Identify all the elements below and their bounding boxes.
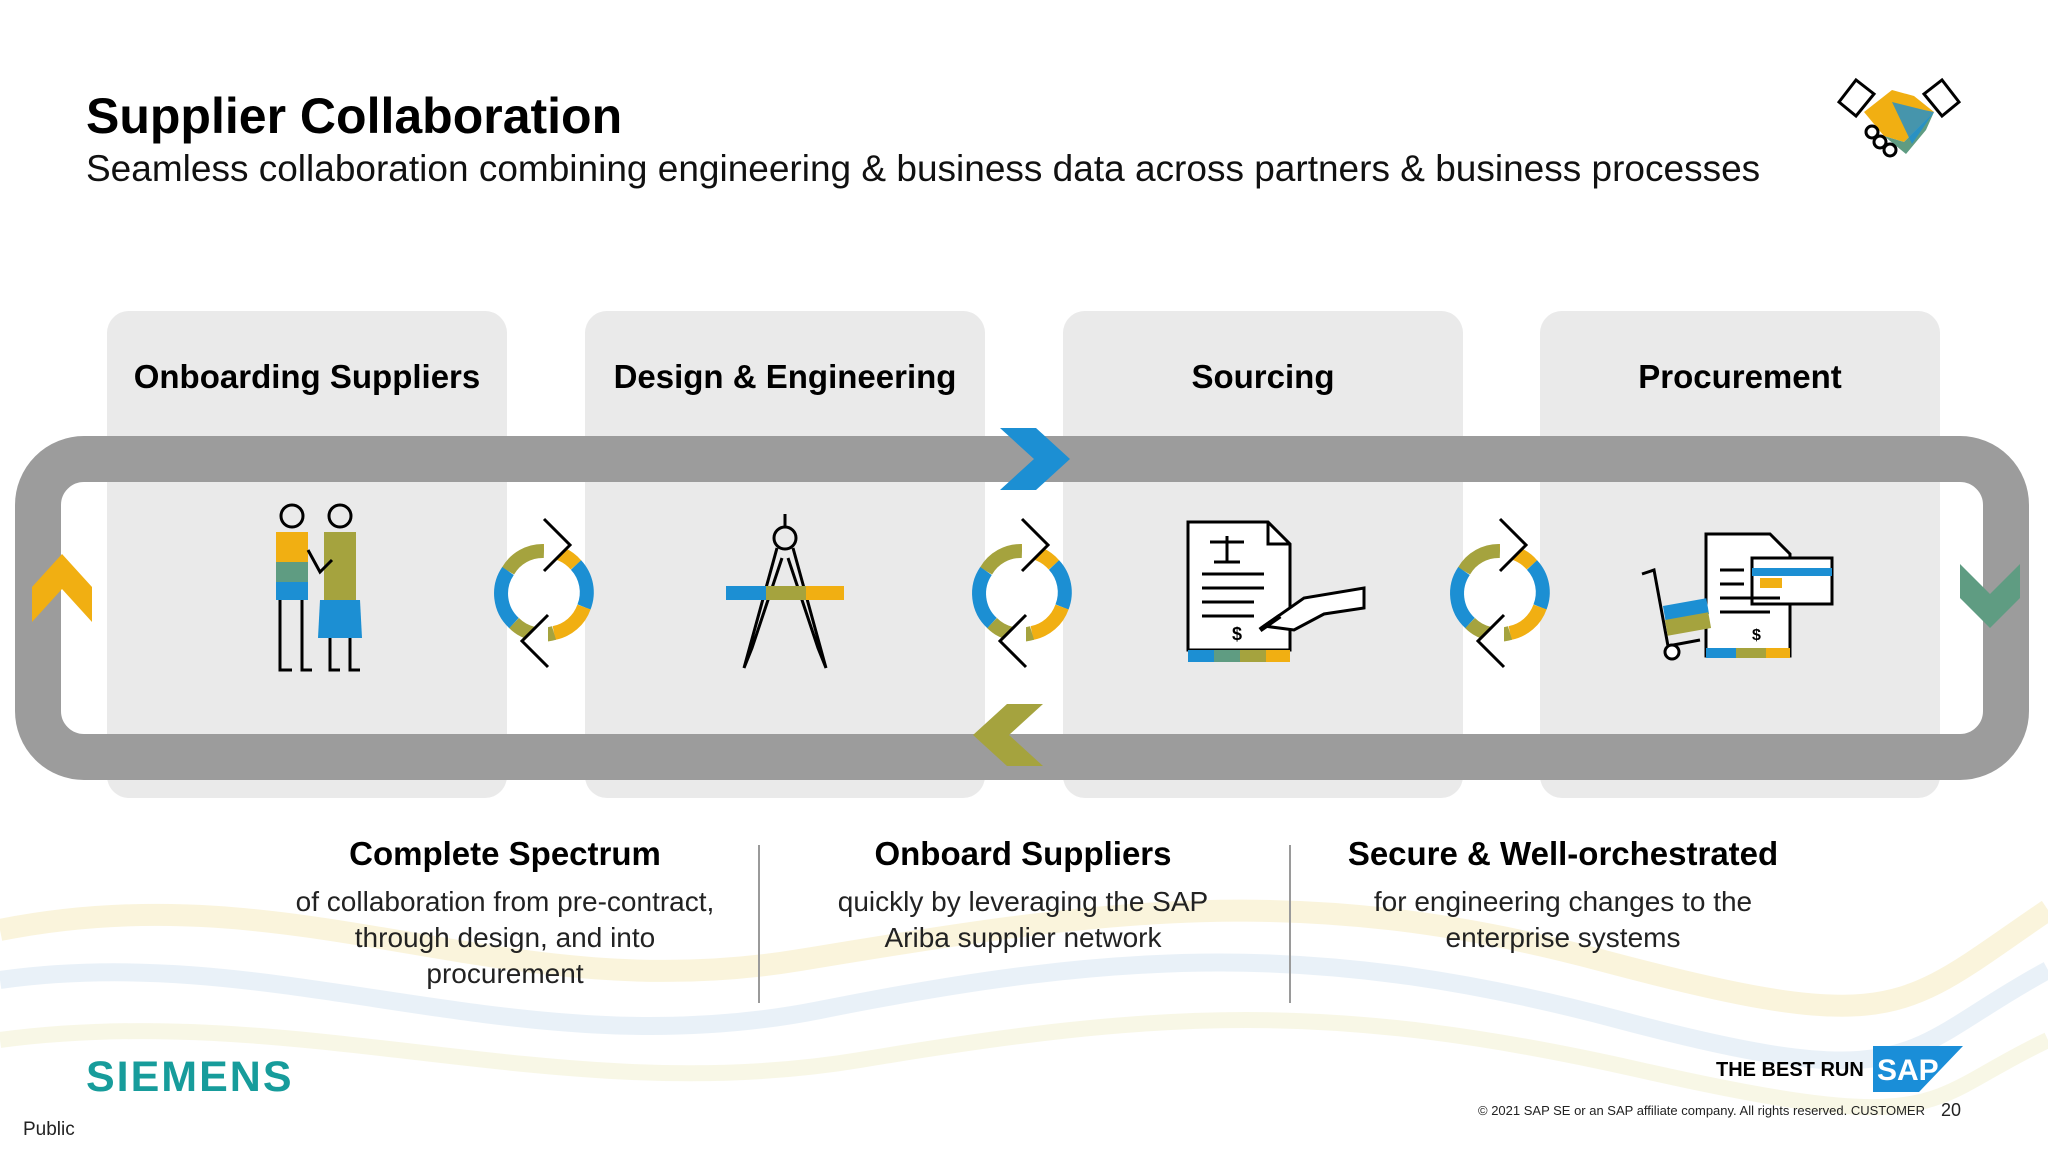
step-title-onboarding: Onboarding Suppliers: [133, 358, 481, 395]
feature-divider: [1289, 845, 1291, 1003]
step-title-procurement: Procurement: [1638, 358, 1842, 395]
svg-text:SAP: SAP: [1877, 1054, 1939, 1087]
handshake-people-icon: [276, 503, 362, 672]
refresh-cycle-icon: [1450, 517, 1550, 669]
step-title-sourcing: Sourcing: [1191, 358, 1335, 395]
best-run-tagline: THE BEST RUN: [1716, 1059, 1864, 1081]
refresh-cycle-icon: [972, 517, 1072, 669]
svg-text:$: $: [1752, 627, 1761, 644]
flow-arrow-right: [1000, 428, 1070, 490]
feature-text-onboard: quickly by leveraging the SAP Ariba supp…: [837, 886, 1209, 953]
flow-arrow-down: [1960, 564, 2020, 628]
step-panel-design: [585, 311, 985, 798]
svg-text:$: $: [1232, 624, 1242, 644]
background-wave-decoration: [0, 899, 2048, 1116]
classification-label: Public: [23, 1119, 75, 1140]
slide-title: Supplier Collaboration: [86, 88, 623, 144]
copyright-notice: © 2021 SAP SE or an SAP affiliate compan…: [1478, 1103, 1925, 1118]
feature-heading-onboard: Onboard Suppliers: [874, 835, 1172, 872]
invoice-cart-icon: $: [1641, 532, 1834, 661]
flow-arrow-left: [973, 704, 1043, 766]
page-number: 20: [1941, 1100, 1962, 1120]
feature-text-secure: for engineering changes to the enterpris…: [1373, 886, 1753, 953]
handshake-icon: [1836, 77, 1962, 158]
sap-logo: SAP: [1873, 1046, 1963, 1092]
contract-signing-icon: $: [1186, 520, 1366, 662]
feature-text-spectrum: of collaboration from pre-contract, thro…: [295, 886, 715, 989]
siemens-logo: SIEMENS: [86, 1053, 294, 1101]
refresh-cycle-icon: [494, 517, 594, 669]
feature-heading-spectrum: Complete Spectrum: [349, 835, 661, 872]
flow-arrow-up: [32, 554, 92, 622]
feature-heading-secure: Secure & Well-orchestrated: [1347, 835, 1779, 872]
drafting-compass-icon: [726, 514, 844, 669]
feature-divider: [758, 845, 760, 1003]
slide-subtitle: Seamless collaboration combining enginee…: [86, 148, 1761, 189]
step-title-design: Design & Engineering: [613, 358, 957, 395]
